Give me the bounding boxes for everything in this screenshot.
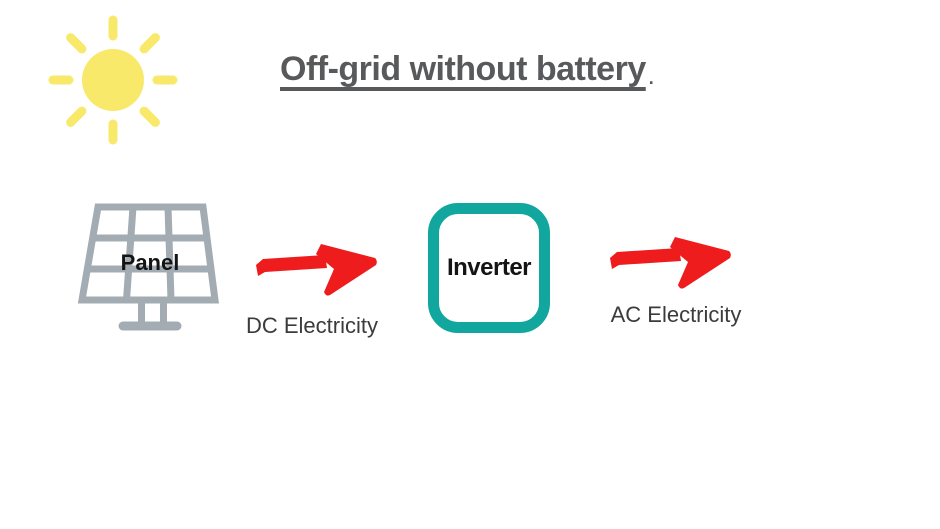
sun-icon [48, 15, 178, 145]
arrow-right-icon [256, 244, 377, 296]
panel-label: Panel [120, 250, 180, 275]
solar-panel-icon [77, 203, 219, 331]
sun-rays [48, 15, 178, 145]
arrow-tail [610, 248, 681, 269]
arrow-head [670, 237, 731, 289]
inverter-node: Inverter [428, 203, 550, 333]
page-title-text: Off-grid without battery [280, 50, 646, 88]
arrow-right-icon [610, 237, 731, 289]
dc-electricity-label: DC Electricity [245, 313, 378, 338]
arrow-head [316, 244, 377, 296]
page-title-trailing-mark: . [648, 68, 654, 88]
solar-panel-node: Panel [75, 195, 225, 340]
inverter-label: Inverter [446, 254, 532, 281]
page-title: Off-grid without battery. [280, 50, 654, 89]
arrow-tail [256, 255, 327, 276]
ac-electricity-label: AC Electricity [610, 302, 742, 327]
sun-disc [82, 49, 144, 111]
